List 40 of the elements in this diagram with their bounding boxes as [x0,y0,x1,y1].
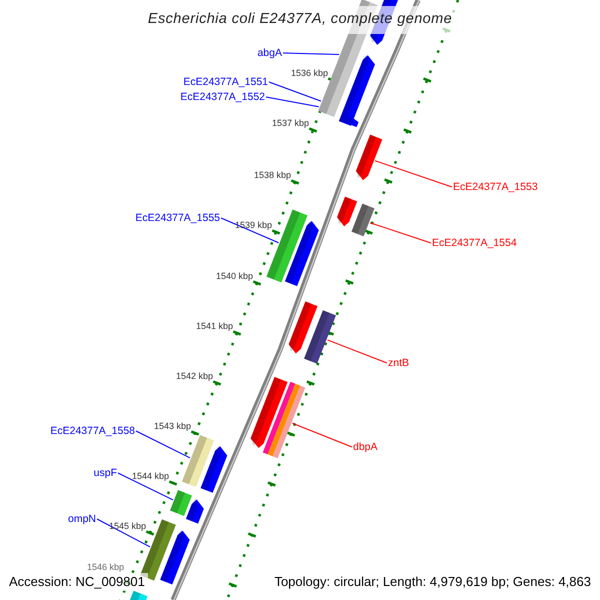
gene-block [262,382,306,458]
leader-line [374,160,452,188]
tick-label: 1543 kbp [154,421,191,431]
tick-label: 1537 kbp [272,118,309,128]
gene-label: zntB [388,357,410,369]
tick-label: 1536 kbp [290,68,328,78]
tick-label: 1545 kbp [108,521,146,531]
tick-label: 1546 kbp [86,562,124,572]
leader-line [292,422,352,448]
gene-label: uspF [94,467,117,479]
tick-label: 1538 kbp [254,170,291,180]
gene-block [182,434,214,488]
gene-label: EcE24377A_1558 [50,425,135,437]
gene-label: dbpA [353,441,378,453]
tick-label: 1542 kbp [176,371,213,381]
leader-line [220,218,280,244]
leader-line [96,518,151,548]
gene-block [352,204,374,236]
gene-label: EcE24377A_1554 [432,237,517,249]
gene-block [304,310,336,364]
leader-line [118,472,174,500]
tick-label: 1544 kbp [132,471,169,481]
gene-label: ompN [68,513,96,525]
leader-line [266,96,320,108]
gene-label: EcE24377A_1552 [180,91,265,103]
gene-block [356,134,382,180]
leader-line [282,52,340,56]
leader-line [136,430,191,458]
leader-line [326,339,388,364]
tick-label: 1540 kbp [216,271,253,281]
tick-label: 1541 kbp [196,321,233,331]
gene-label: EcE24377A_1551 [183,76,268,88]
gene-label: abgA [257,47,282,59]
tick-label: 1539 kbp [234,220,272,230]
leader-line [370,222,432,244]
gene-block [170,490,192,516]
gene-label: EcE24377A_1555 [135,212,220,224]
leader-line [268,82,322,102]
accession-text: Accession: NC_009801 [6,573,148,591]
gene-label: EcE24377A_1553 [453,181,538,193]
